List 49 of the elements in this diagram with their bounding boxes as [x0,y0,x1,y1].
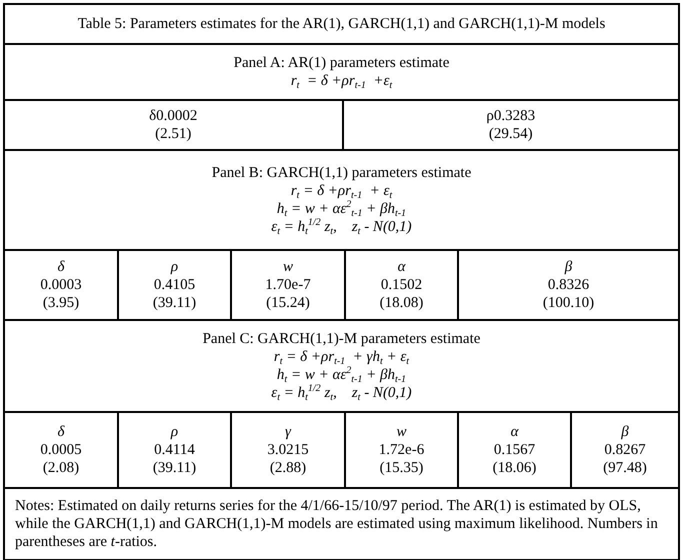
parameter-symbol: α [510,423,518,441]
table-note: Notes: Estimated on daily returns series for the 4/1/66-15/10/97 period. The AR(1) is estimated by OLS, while the GARCH(1,1) and GARCH(1,1)-M models are estimated using maximum likelihood. Numbers in parentheses are t-ratios. [15,497,659,551]
table-heading: Panel B: GARCH(1,1) parameters estimate [212,164,472,182]
parameter-symbol: δ [58,258,64,276]
formula: h$_{t}$ = w + αε$^{2}$$_{t-1}$ + βh$_{t-1}$ [276,200,406,218]
formula: r$_{t}$ = δ +ρr$_{t-1}$ +ε$_{t}$ [290,72,392,90]
table-heading: Panel A: AR(1) parameters estimate [234,54,450,72]
parameter-symbol: γ [285,423,291,441]
table-value: (2.88) [270,459,306,477]
table-value: 3.0215 [267,441,309,459]
table-value: 0.4114 [154,441,195,459]
table-title: Table 5: Parameters estimates for the AR(1), GARCH(1,1) and GARCH(1,1)-M models [78,15,606,33]
table-value: (15.24) [266,294,310,312]
table-value: δ0.0002 [149,107,198,125]
formula: r$_{t}$ = δ +ρr$_{t-1}$ + ε$_{t}$ [290,182,392,200]
table-value: (18.06) [492,459,536,477]
formula: h$_{t}$ = w + αε$^{2}$$_{t-1}$ + βh$_{t-1}$ [276,366,406,384]
formula: ε$_{t}$ = h$_{t}$$^{1/2}$ z$_{t}$, z$_{t}$ - N(0,1) [271,384,412,402]
parameter-symbol: w [282,258,293,276]
table-value: 0.4105 [154,276,196,294]
parameter-symbol: α [398,258,406,276]
table-value: (29.54) [488,125,533,143]
table-value: 1.72e-6 [378,441,424,459]
table-heading: Panel C: GARCH(1,1)-M parameters estimate [202,330,480,348]
table-value: 0.8267 [604,441,646,459]
table-value: (97.48) [603,459,647,477]
table-value: (18.08) [380,294,424,312]
table-value: 0.8326 [548,276,590,294]
table-value: (2.08) [42,459,80,477]
table-value: 0.1502 [380,276,422,294]
parameter-symbol: w [396,423,406,441]
table-value: (39.11) [152,459,196,477]
table-value: (39.11) [152,294,196,312]
parameter-symbol: ρ [170,423,178,441]
formula: r$_{t}$ = δ +ρr$_{t-1}$ + γh$_{t}$ + ε$_{t}$ [274,348,410,366]
table-value: (100.10) [542,294,594,312]
table-value: (3.95) [42,294,80,312]
parameter-symbol: ρ [170,258,178,276]
table-value: (15.35) [380,459,424,477]
table-value: 0.0003 [40,276,82,294]
table-value: (2.51) [155,125,192,143]
parameter-symbol: β [564,258,572,276]
table-value: ρ0.3283 [486,107,536,125]
table-value: 0.0005 [40,441,82,459]
parameter-symbol: β [621,423,629,441]
formula: ε$_{t}$ = h$_{t}$$^{1/2}$ z$_{t}$, z$_{t}$ - N(0,1) [271,218,412,236]
parameter-symbol: δ [58,423,64,441]
table-value: 0.1567 [494,441,536,459]
table-value: 1.70e-7 [265,276,311,294]
